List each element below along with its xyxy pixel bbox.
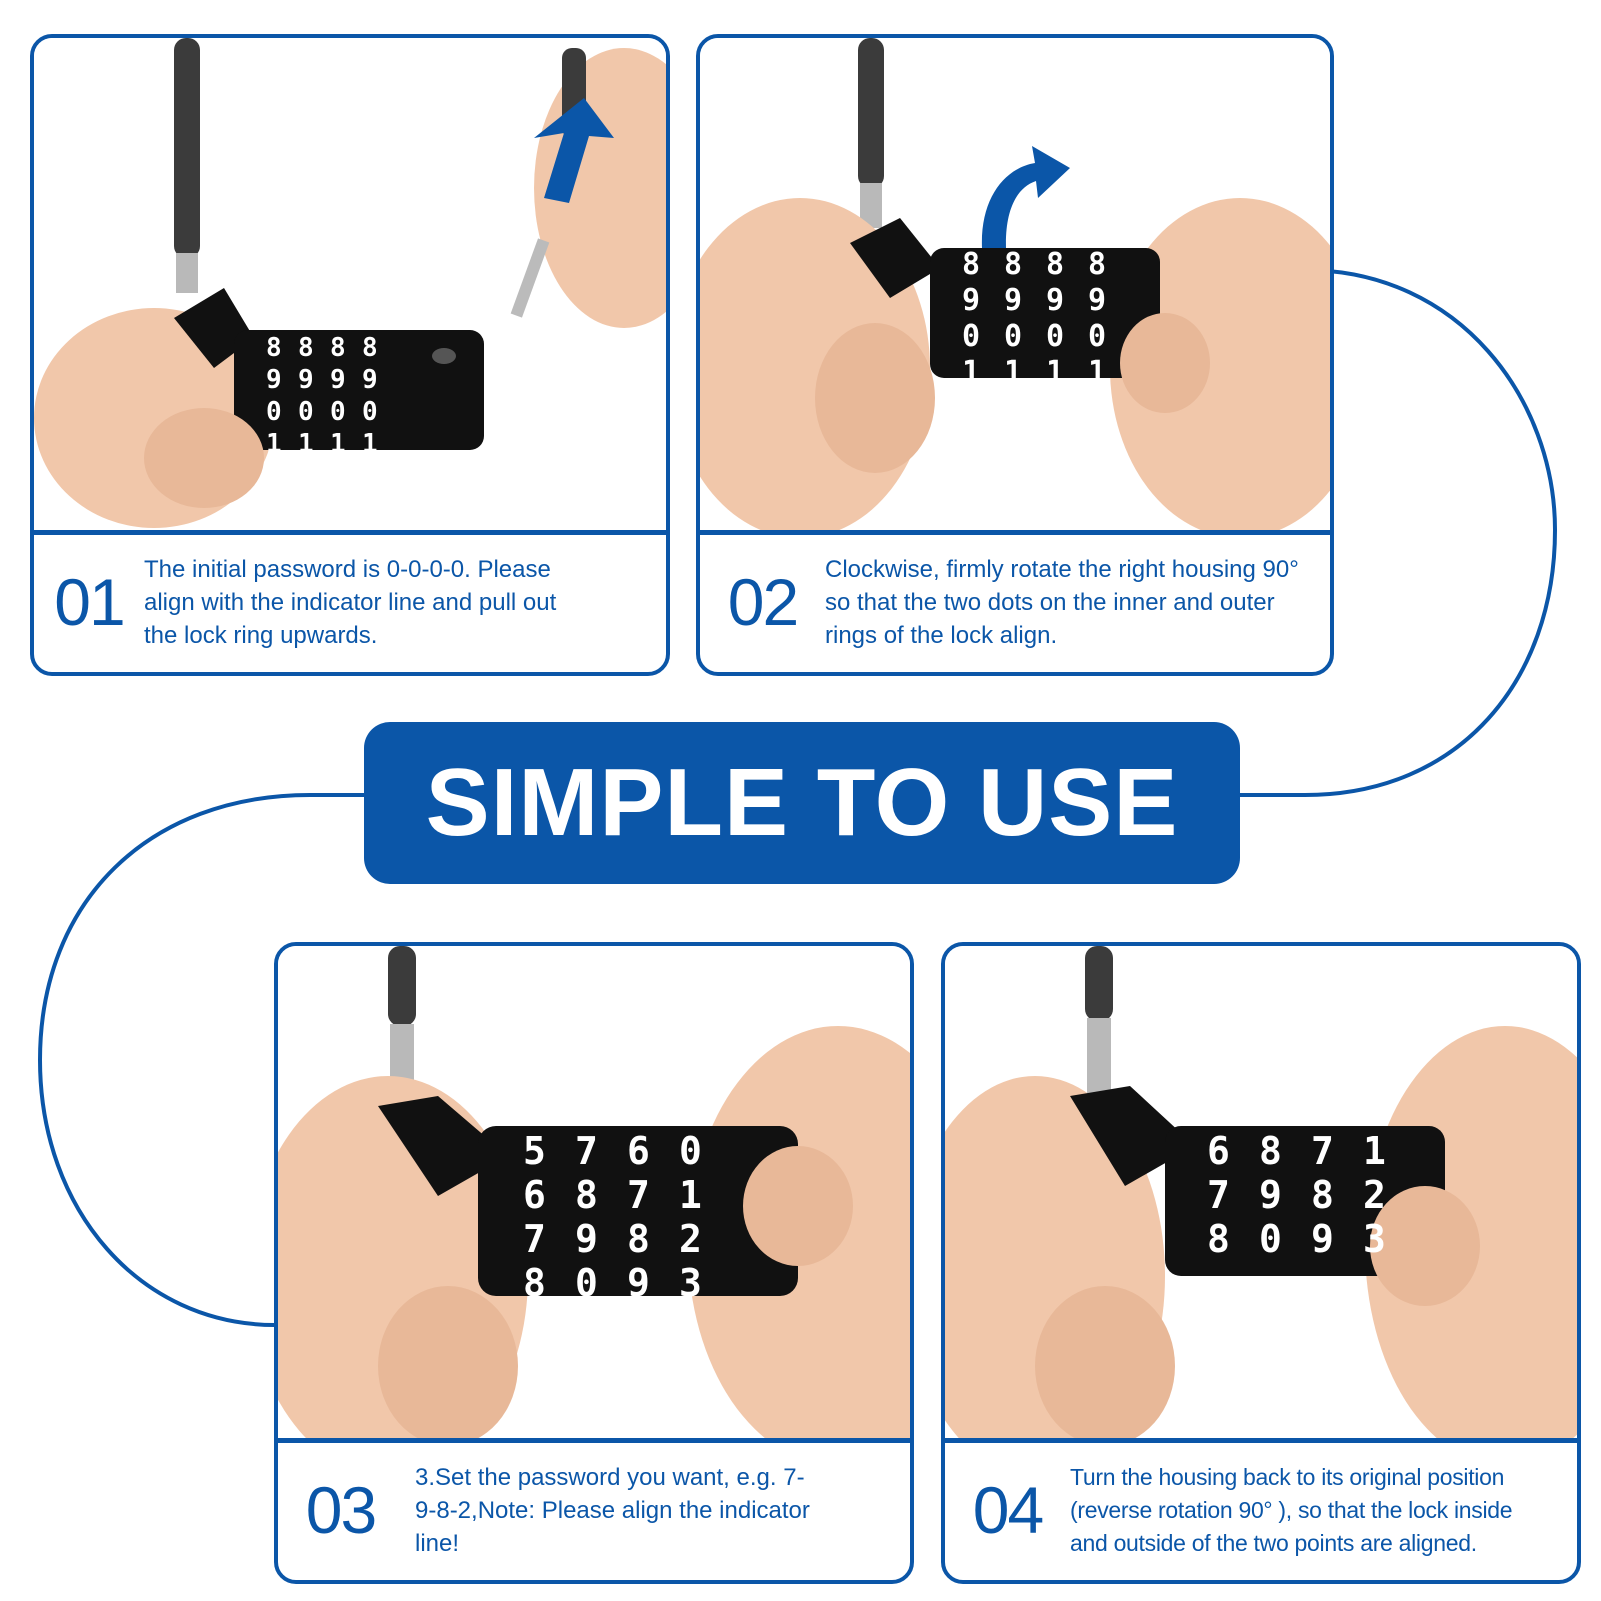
- dial-digit: 7: [1207, 1173, 1230, 1217]
- dial-digit: 7: [575, 1129, 598, 1173]
- dial-digit: 0: [298, 397, 314, 427]
- dial-digit: 0: [1046, 319, 1064, 354]
- lock-body: [930, 248, 1160, 378]
- dial-digit: 9: [627, 1261, 650, 1305]
- dial-digit: 0: [1259, 1217, 1282, 1261]
- dial-digit: 9: [1004, 283, 1022, 318]
- rotate-arrow-icon: [981, 146, 1070, 248]
- dial-digit: 2: [1363, 1173, 1386, 1217]
- dial-digit: 8: [266, 333, 282, 363]
- dial-digit: 8: [1259, 1129, 1282, 1173]
- dial-digit: 9: [1088, 283, 1106, 318]
- lock-body: [234, 330, 484, 450]
- dial-digit: 9: [1259, 1173, 1282, 1217]
- dial-digit: 9: [1311, 1217, 1334, 1261]
- banner-title: SIMPLE TO USE: [425, 749, 1179, 856]
- dial-digit: 5: [523, 1129, 546, 1173]
- step-03-caption: 03 3.Set the password you want, e.g. 7-9…: [278, 1440, 910, 1580]
- dial-digit: 8: [523, 1261, 546, 1305]
- dial-digit: 9: [1046, 283, 1064, 318]
- dial-digit: 6: [523, 1173, 546, 1217]
- dial-digit: 1: [962, 355, 980, 390]
- dial-digit: 8: [962, 247, 980, 282]
- step-04-caption: 04 Turn the housing back to its original…: [945, 1440, 1577, 1580]
- dial-digit: 1: [1088, 355, 1106, 390]
- dial-digit: 9: [575, 1217, 598, 1261]
- dial-digit: 0: [330, 397, 346, 427]
- dial-digit: 1: [298, 429, 314, 459]
- dial-digit: 8: [362, 333, 378, 363]
- dial-digit: 6: [627, 1129, 650, 1173]
- step-number: 04: [972, 1473, 1044, 1547]
- dial-digit: 7: [627, 1173, 650, 1217]
- dial-digit: 1: [1046, 355, 1064, 390]
- dial-digit: 9: [298, 365, 314, 395]
- step-description: The initial password is 0-0-0-0. Please …: [144, 555, 557, 649]
- dial-digit: 0: [575, 1261, 598, 1305]
- step-02-caption: 02 Clockwise, firmly rotate the right ho…: [700, 532, 1330, 672]
- simple-to-use-banner: SIMPLE TO USE: [364, 722, 1240, 884]
- dial-digit: 0: [679, 1129, 702, 1173]
- step-description: Clockwise, firmly rotate the right housi…: [825, 555, 1299, 649]
- dial-digit: 8: [1046, 247, 1064, 282]
- dial-digit: 8: [575, 1173, 598, 1217]
- dial-digit: 1: [266, 429, 282, 459]
- dial-digit: 6: [1207, 1129, 1230, 1173]
- step-description: 3.Set the password you want, e.g. 7-9-8-…: [415, 1463, 810, 1557]
- dial-digit: 9: [330, 365, 346, 395]
- dial-digit: 1: [362, 429, 378, 459]
- step-number: 01: [54, 565, 125, 639]
- dial-digit: 8: [330, 333, 346, 363]
- step-description: Turn the housing back to its original po…: [1070, 1463, 1513, 1556]
- dial-digit: 1: [1363, 1129, 1386, 1173]
- dial-digit: 9: [362, 365, 378, 395]
- dial-digit: 0: [962, 319, 980, 354]
- step-number: 02: [727, 565, 799, 639]
- dial-digit: 3: [679, 1261, 702, 1305]
- dial-digit: 0: [362, 397, 378, 427]
- dial-digit: 0: [266, 397, 282, 427]
- lock-body: [478, 1126, 798, 1296]
- dial-digit: 0: [1088, 319, 1106, 354]
- dial-digit: 8: [1207, 1217, 1230, 1261]
- dial-digit: 9: [962, 283, 980, 318]
- dial-digit: 9: [266, 365, 282, 395]
- dial-digit: 8: [627, 1217, 650, 1261]
- dial-digit: 0: [1004, 319, 1022, 354]
- dial-digit: 1: [1004, 355, 1022, 390]
- dial-digit: 2: [679, 1217, 702, 1261]
- step-01-caption: 01 The initial password is 0-0-0-0. Plea…: [34, 532, 666, 672]
- dial-digit: 1: [330, 429, 346, 459]
- dial-digit: 1: [679, 1173, 702, 1217]
- dial-digit: 8: [1004, 247, 1022, 282]
- arrow-up-icon: [534, 98, 614, 203]
- dial-digit: 8: [1088, 247, 1106, 282]
- step-number: 03: [305, 1473, 377, 1547]
- dial-digit: 7: [523, 1217, 546, 1261]
- dial-digit: 8: [1311, 1173, 1334, 1217]
- dial-digit: 7: [1311, 1129, 1334, 1173]
- dial-digit: 8: [298, 333, 314, 363]
- dial-digit: 3: [1363, 1217, 1386, 1261]
